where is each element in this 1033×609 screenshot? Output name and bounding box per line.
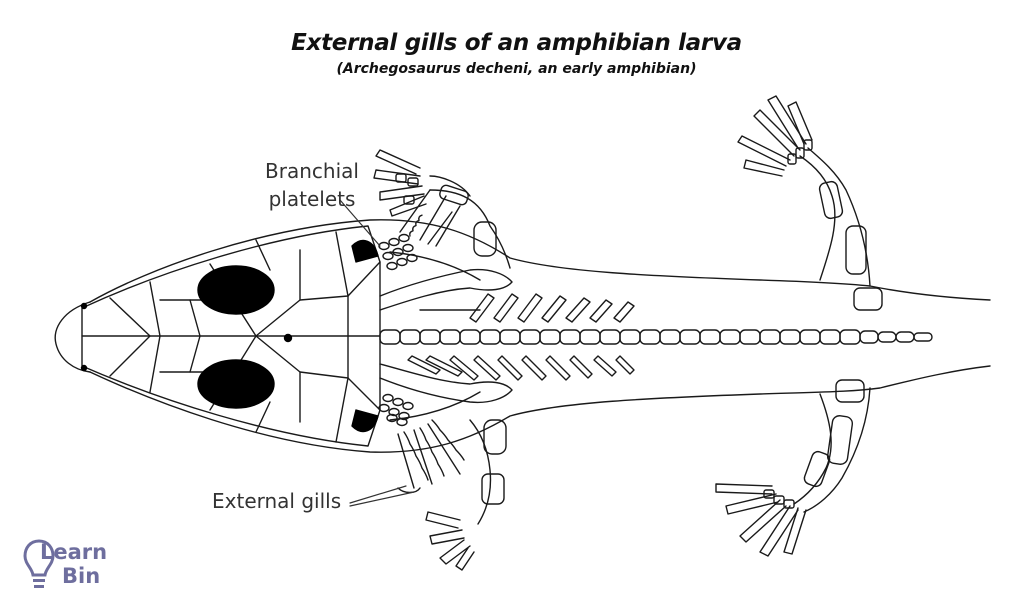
- lightbulb-icon: [23, 539, 55, 588]
- logo-text-learn: Learn: [40, 540, 108, 564]
- diagram-subtitle: (Archegosaurus decheni, an early amphibi…: [336, 61, 697, 77]
- snout: [54, 301, 91, 373]
- external-gills-upper: [399, 189, 461, 247]
- hind-limb-upper: [799, 155, 836, 281]
- ribs-lower: [407, 355, 635, 381]
- external-gills-lower: [397, 419, 465, 494]
- branchial-leader-line: [339, 199, 381, 247]
- learnbin-logo: Learn Bin: [22, 535, 132, 595]
- eye-socket-lower: [197, 359, 275, 409]
- ribs-upper: [419, 293, 635, 323]
- gills-leader-line-2: [349, 491, 415, 507]
- front-limb-lower: [469, 419, 492, 525]
- front-limb-upper: [429, 189, 511, 269]
- diagram-title: External gills of an amphibian larva: [291, 30, 742, 56]
- external-gills-label: External gills: [212, 489, 342, 513]
- logo-text-bin: Bin: [62, 564, 101, 588]
- branchial-label-line2: platelets: [268, 187, 356, 211]
- branchial-platelets-upper: [378, 233, 418, 271]
- branchial-label-line1: Branchial: [265, 159, 359, 183]
- hind-limb-lower: [803, 387, 871, 513]
- body-outline-lower: [89, 365, 991, 453]
- vertebral-column: [379, 329, 933, 345]
- branchial-platelets-lower: [378, 393, 414, 427]
- branchial-platelets-label: Branchial platelets: [247, 157, 377, 213]
- eye-socket-upper: [197, 265, 275, 315]
- gills-leader-line-1: [349, 485, 407, 504]
